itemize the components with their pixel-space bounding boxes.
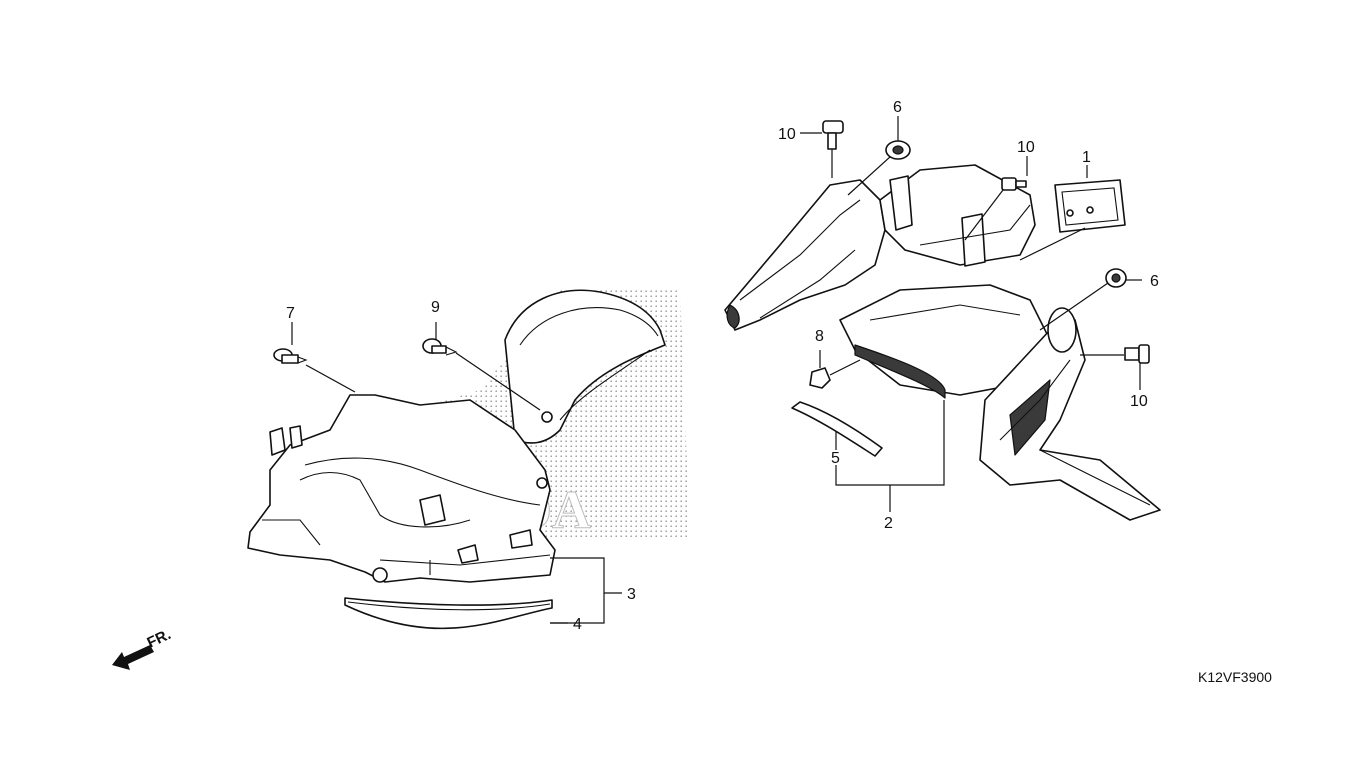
callout-9: 9 — [431, 299, 440, 316]
bolt-9[interactable] — [422, 338, 458, 356]
callout-3: 3 — [627, 586, 636, 603]
callout-10-top-left: 10 — [778, 126, 796, 143]
callout-2: 2 — [884, 515, 893, 532]
callout-4: 4 — [573, 616, 582, 633]
inner-fender-assembly — [247, 289, 666, 630]
grommet-6-top[interactable] — [885, 140, 911, 160]
callout-8: 8 — [815, 328, 824, 345]
grommet-6-right[interactable] — [1105, 268, 1127, 288]
callout-1: 1 — [1082, 149, 1091, 166]
reflector-1[interactable] — [1054, 179, 1126, 233]
callout-7: 7 — [286, 305, 295, 322]
front-direction-marker: FR. — [112, 626, 174, 670]
callout-6-right: 6 — [1150, 273, 1159, 290]
bolt-7[interactable] — [273, 348, 308, 364]
bolt-10-top-left[interactable] — [822, 120, 844, 150]
front-arrow-icon — [112, 645, 154, 670]
callout-10-top-right: 10 — [1017, 139, 1035, 156]
callout-6-top: 6 — [893, 99, 902, 116]
drawing-code: K12VF3900 — [1198, 669, 1272, 685]
leader-lines — [291, 116, 1142, 624]
callout-labels: 1 2 3 4 5 6 6 7 8 9 10 10 10 — [286, 99, 1159, 633]
callout-5: 5 — [831, 450, 840, 467]
callout-10-right: 10 — [1130, 393, 1148, 410]
bolt-10-top-right[interactable] — [1001, 177, 1027, 191]
rear-fender-assembly — [724, 164, 1161, 521]
front-label: FR. — [145, 626, 174, 652]
bolt-10-right[interactable] — [1124, 344, 1150, 364]
nut-8[interactable] — [809, 367, 831, 389]
